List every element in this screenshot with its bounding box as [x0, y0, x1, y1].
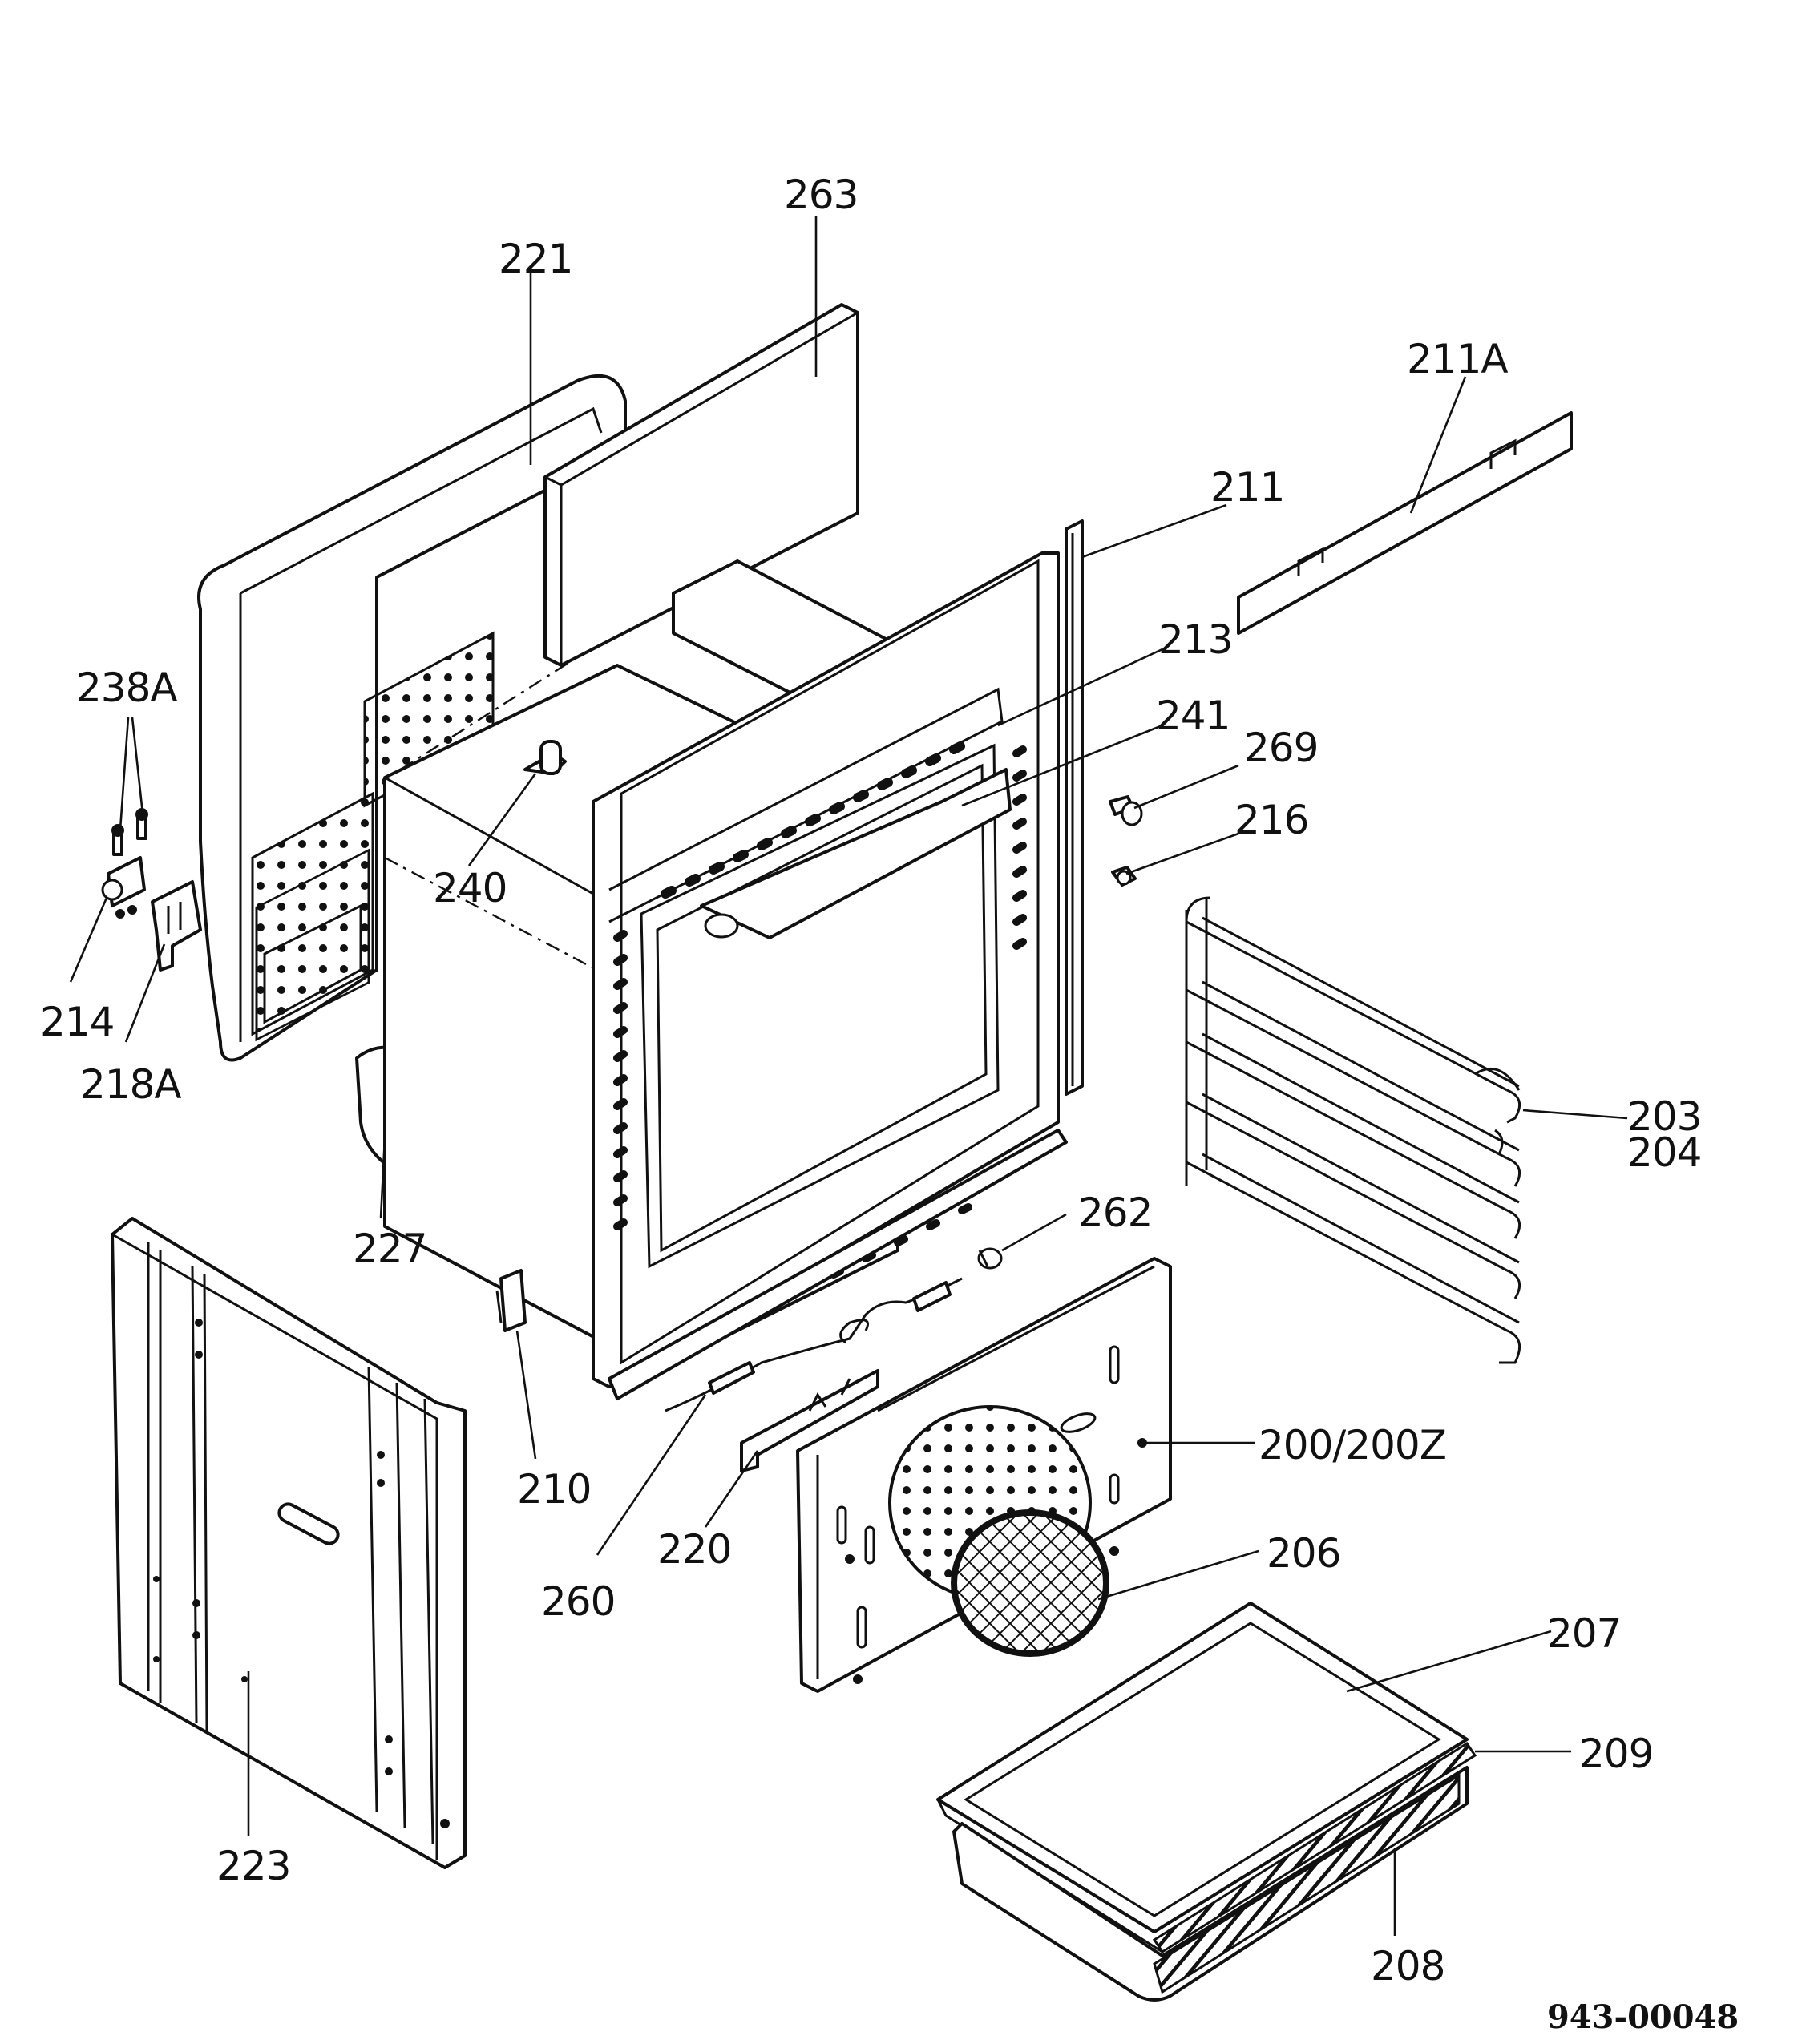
label-240: 240: [433, 865, 507, 911]
label-209: 209: [1579, 1731, 1653, 1777]
label-218a: 218A: [80, 1061, 181, 1108]
label-211a: 211A: [1407, 336, 1508, 382]
label-210: 210: [517, 1466, 591, 1513]
label-220: 220: [657, 1526, 731, 1573]
label-200-200z: 200/200Z: [1259, 1422, 1446, 1468]
rail-strip: [1237, 411, 1573, 635]
label-221: 221: [499, 236, 572, 282]
label-208: 208: [1371, 1943, 1444, 1989]
baking-tray: [936, 1602, 1469, 1933]
label-203: 203: [1627, 1093, 1701, 1140]
label-204: 204: [1627, 1129, 1701, 1176]
grommet: [977, 1247, 1003, 1270]
side-wrapper-panel: [197, 374, 627, 1062]
door-panel: [111, 1217, 467, 1869]
probe-wire: [665, 1277, 963, 1412]
hinge-bracket: [151, 880, 202, 972]
hinge-screws: [111, 808, 148, 856]
vertical-trim-strip: [1065, 519, 1084, 1096]
label-223: 223: [216, 1843, 290, 1889]
part-labels: 263 221 211A 211 213 241 269 216 238A 24…: [40, 172, 1739, 2036]
fan-grille: [951, 1509, 1109, 1657]
label-262: 262: [1078, 1190, 1152, 1236]
label-213: 213: [1158, 616, 1232, 663]
shelf-rack: [1185, 896, 1521, 1364]
label-238a: 238A: [76, 665, 177, 711]
label-207: 207: [1547, 1610, 1621, 1657]
leader-lines: [69, 216, 1628, 1936]
label-216: 216: [1234, 797, 1308, 843]
label-260: 260: [541, 1578, 615, 1625]
probe-socket: [523, 740, 567, 775]
label-263: 263: [784, 172, 858, 218]
door-switch: [495, 1269, 527, 1332]
label-227: 227: [353, 1226, 426, 1272]
label-241: 241: [1156, 693, 1230, 739]
top-insulation-pad: [543, 303, 859, 667]
reference-number: 943-00048: [1547, 1998, 1739, 2036]
label-269: 269: [1244, 725, 1318, 771]
label-214: 214: [40, 999, 114, 1045]
lamp-bulb: [1109, 795, 1143, 826]
mounting-bracket: [740, 1369, 879, 1472]
drip-pan: [952, 1766, 1469, 2002]
door-hinge: [101, 856, 146, 919]
light-cover-window: [700, 768, 1012, 939]
label-206: 206: [1267, 1530, 1340, 1577]
label-211: 211: [1210, 464, 1284, 511]
front-frame: [592, 551, 1068, 1400]
fixing-screw: [1111, 866, 1137, 887]
